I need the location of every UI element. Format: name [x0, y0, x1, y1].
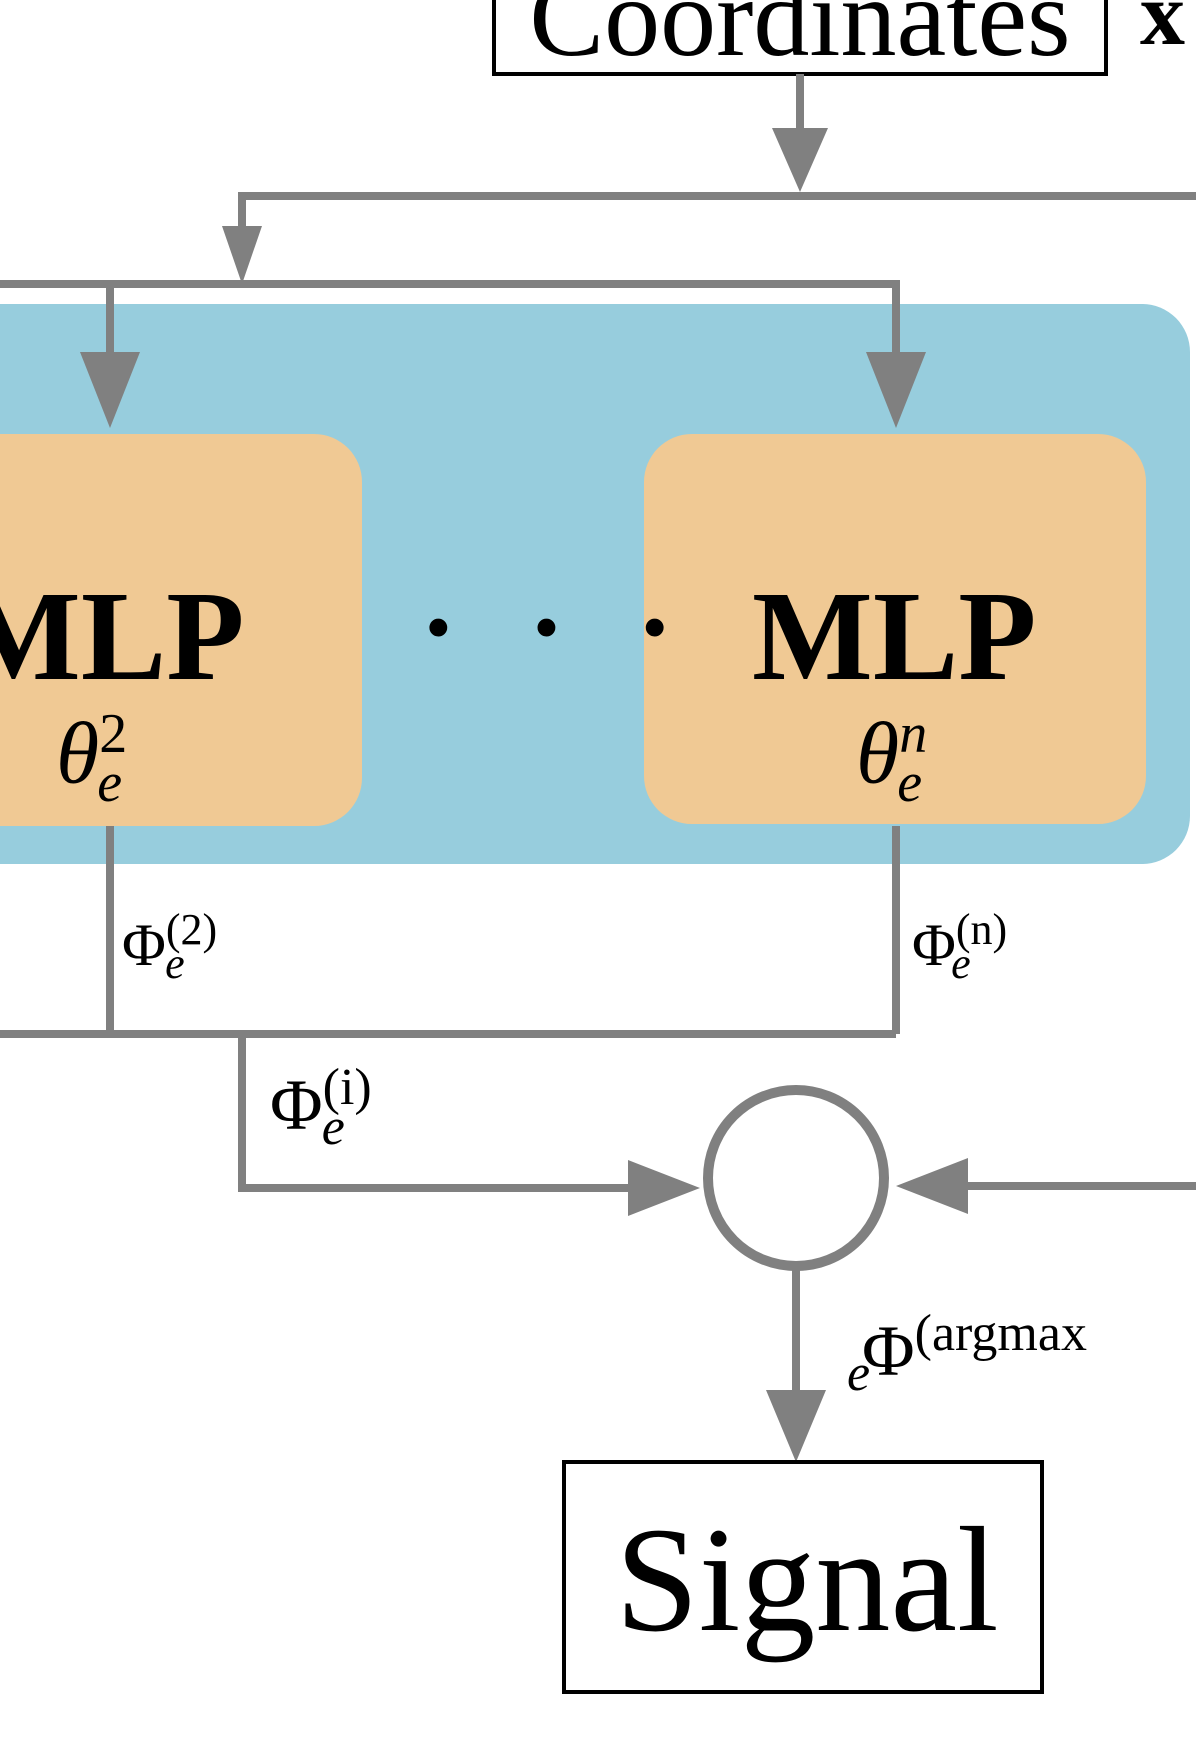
argmax-combiner-node — [703, 1085, 889, 1271]
phi-n-symbol: Φ — [912, 912, 956, 978]
phi-2-sup: (2) — [165, 905, 218, 954]
mlp-right-param-symbol: θ — [856, 705, 900, 803]
input-arrowheads — [80, 128, 926, 428]
phi-argmax-label: Φ(argmax e — [847, 1308, 1087, 1400]
mlp-left-param: θ2e — [56, 705, 127, 814]
phi-argmax-sup: (argmax — [914, 1305, 1087, 1362]
phi-2-symbol: Φ — [122, 912, 166, 978]
output-connectors — [0, 826, 1196, 1400]
coordinates-label: Coordinates — [529, 0, 1071, 80]
mlp-right-param: θne — [856, 705, 927, 814]
phi-2-label: Φ(2)e — [122, 908, 217, 988]
mlp-left-param-sub: e — [97, 751, 123, 814]
output-arrowheads — [628, 1158, 968, 1462]
signal-label: Signal — [615, 1497, 999, 1663]
coordinates-x-symbol: x — [1140, 0, 1185, 64]
mlp-right-param-sup: n — [899, 703, 928, 765]
mlp-box-left — [0, 434, 362, 826]
signal-box — [562, 1460, 1044, 1694]
phi-n-sub: e — [951, 939, 971, 988]
mlp-left-param-sup: 2 — [99, 703, 128, 765]
coordinates-box — [492, 0, 1108, 76]
phi-argmax-symbol: Φ — [862, 1311, 915, 1391]
phi-i-symbol: Φ — [270, 1065, 323, 1145]
mlp-left-param-symbol: θ — [56, 705, 100, 803]
mlp-left-title: MLP — [0, 565, 245, 707]
mlp-right-title: MLP — [752, 565, 1037, 707]
phi-n-label: Φ(n)e — [912, 908, 1007, 988]
phi-n-sup: (n) — [955, 905, 1008, 954]
phi-2-sub: e — [165, 939, 185, 988]
phi-argmax-sub: e — [846, 1345, 871, 1403]
phi-i-label: Φ(i)e — [270, 1062, 372, 1157]
mlp-box-right — [644, 434, 1146, 824]
phi-i-sub: e — [321, 1099, 345, 1157]
phi-i-sup: (i) — [322, 1059, 372, 1116]
ellipsis: · · · — [420, 566, 696, 688]
mlp-right-param-sub: e — [897, 751, 923, 814]
